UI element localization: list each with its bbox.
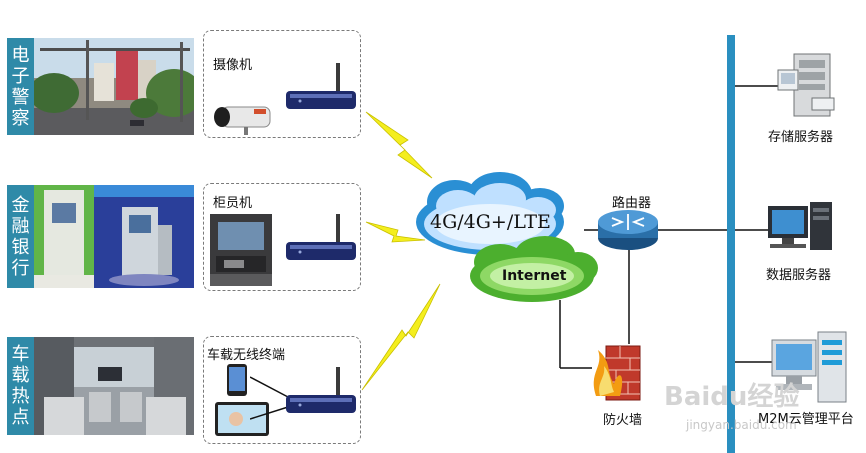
label-char: 电 <box>11 44 30 66</box>
device-label: 车载无线终端 <box>207 348 286 363</box>
m2m-platform-icon <box>771 331 847 403</box>
data-server-icon <box>768 202 832 250</box>
m2m-platform-label: M2M云管理平台 <box>758 412 854 427</box>
tablet-icon <box>215 402 269 436</box>
router-label: 路由器 <box>612 196 652 211</box>
internet-cloud-label: Internet <box>502 268 567 284</box>
camera-icon <box>214 106 271 135</box>
bus-interior-photo <box>34 337 194 435</box>
smartphone-icon <box>227 364 247 396</box>
router-device-icon <box>286 63 356 109</box>
label-char: 银 <box>11 236 30 258</box>
firewall-icon <box>593 345 641 401</box>
label-char: 行 <box>11 257 30 279</box>
scenario-label-vehicle: 车 载 热 点 <box>7 337 34 435</box>
connection-lines <box>250 376 289 420</box>
street-photo <box>34 38 194 135</box>
label-char: 载 <box>11 365 30 386</box>
firewall-label: 防火墙 <box>603 413 643 428</box>
label-char: 察 <box>11 107 30 129</box>
lte-cloud-label: 4G/4G+/LTE <box>430 211 551 233</box>
internet-cloud-icon <box>470 236 598 302</box>
label-char: 融 <box>11 215 30 237</box>
device-box-atm: 柜员机 <box>203 183 361 291</box>
network-bus <box>727 35 735 453</box>
label-char: 金 <box>11 194 30 216</box>
bank-photo <box>34 185 194 288</box>
device-label: 柜员机 <box>213 196 253 211</box>
watermark-logo: Baidu经验 <box>664 382 800 412</box>
watermark-url: jingyan.baidu.com <box>686 418 797 432</box>
storage-server-label: 存储服务器 <box>768 130 834 145</box>
lightning-icon <box>361 283 441 391</box>
lightning-icon <box>365 111 433 179</box>
lightning-icon <box>365 221 426 243</box>
label-char: 热 <box>11 386 30 407</box>
router-device-icon <box>286 367 356 413</box>
device-label: 摄像机 <box>213 58 253 73</box>
router-device-icon <box>286 214 356 260</box>
device-box-camera: 摄像机 <box>203 30 361 138</box>
label-char: 车 <box>11 344 30 365</box>
scenario-label-police: 电 子 警 察 <box>7 38 34 135</box>
data-server-label: 数据服务器 <box>766 268 832 283</box>
device-box-vehicle: 车载无线终端 <box>203 336 361 444</box>
label-char: 子 <box>11 65 30 87</box>
router-icon <box>598 210 658 250</box>
label-char: 警 <box>11 86 30 108</box>
label-char: 点 <box>11 407 30 428</box>
scenario-label-bank: 金 融 银 行 <box>7 185 34 288</box>
lte-cloud-icon <box>416 172 564 255</box>
storage-server-icon <box>777 53 835 117</box>
atm-icon <box>210 214 272 286</box>
